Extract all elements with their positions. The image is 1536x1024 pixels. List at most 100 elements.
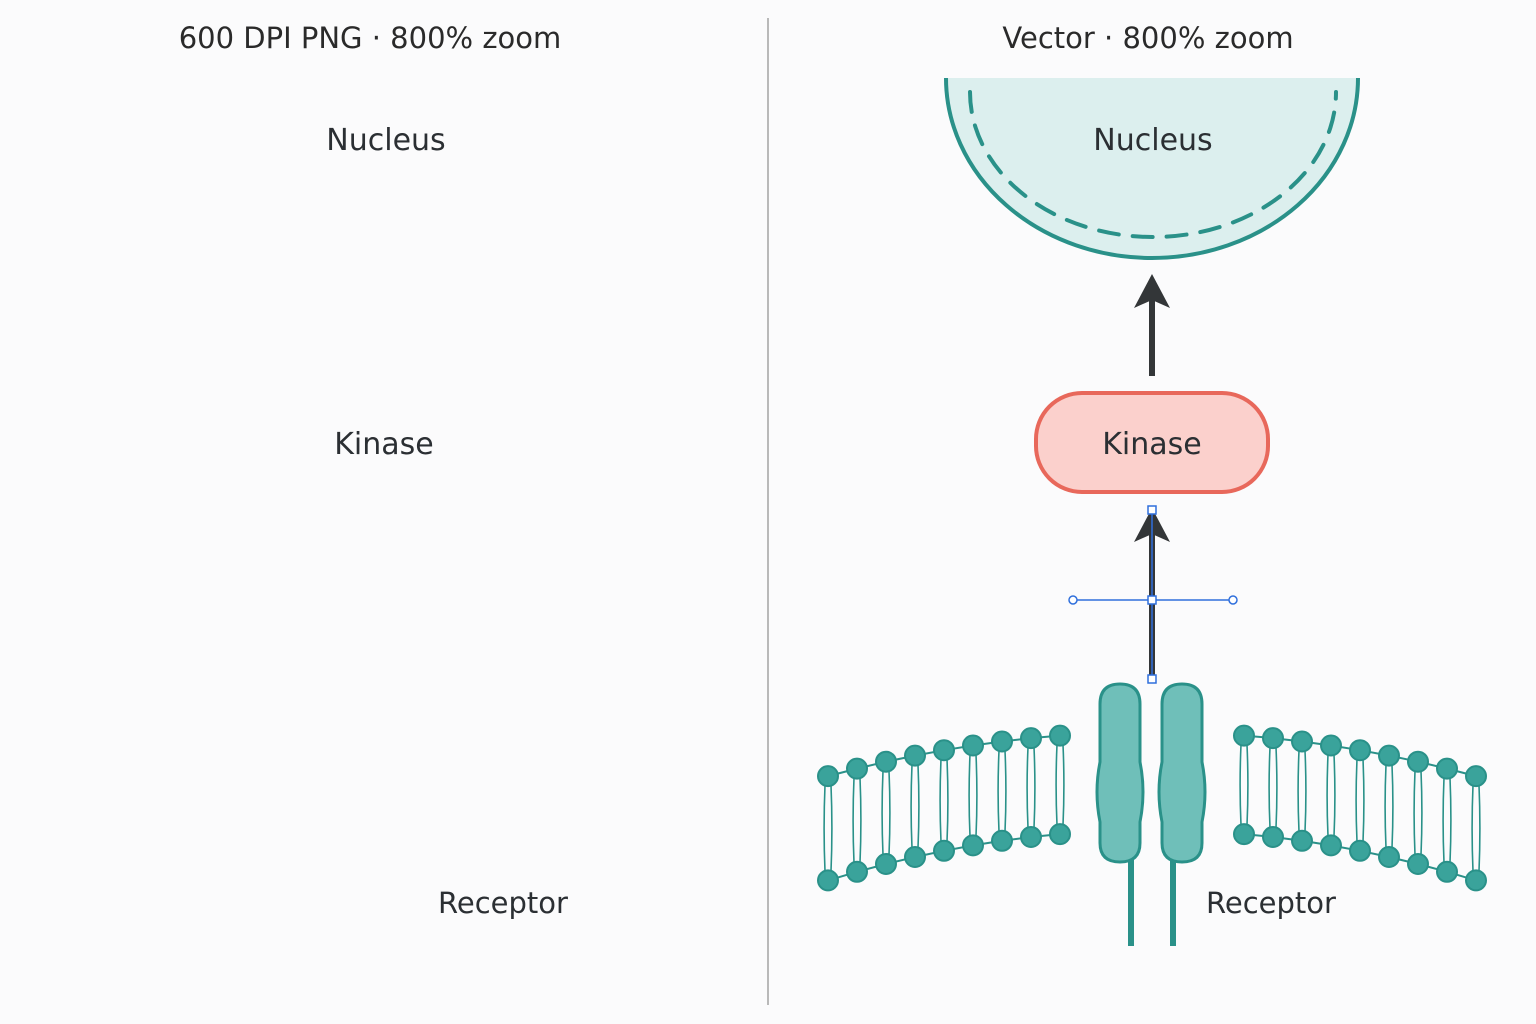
lipid-tail — [1442, 777, 1445, 863]
lipid-head — [991, 829, 1013, 852]
anchor-point-middle[interactable] — [1147, 595, 1157, 605]
receptor-shape — [1095, 682, 1207, 946]
lipid-head — [550, 734, 572, 757]
lipid-head — [109, 852, 131, 875]
lipid-tail — [614, 764, 617, 848]
lipid-head — [1349, 739, 1371, 762]
anchor-point-bottom[interactable] — [1147, 674, 1157, 684]
lipid-tail — [1004, 750, 1007, 832]
bezier-handle-right[interactable] — [1228, 595, 1238, 605]
lipid-head — [225, 829, 247, 852]
nucleus-label: Nucleus — [326, 123, 445, 158]
lipid-tail — [64, 784, 67, 871]
receptor-label: Receptor — [1206, 886, 1336, 920]
raster-panel: 600 DPI PNG · 800% zoom Nu — [51, 21, 717, 946]
lipid-head — [608, 845, 630, 868]
lipid-tail — [939, 759, 942, 842]
raster-panel-caption: 600 DPI PNG · 800% zoom — [179, 21, 562, 55]
lipid-head — [196, 734, 218, 757]
lipid-head — [1233, 724, 1255, 747]
lipid-head — [1291, 730, 1313, 753]
lipid-tail — [1413, 770, 1416, 856]
nucleus-label: Nucleus — [1093, 123, 1212, 158]
lipid-tail — [151, 764, 154, 848]
lipid-head — [1436, 860, 1458, 883]
lipid-bilayer — [817, 724, 1487, 892]
lipid-tail — [289, 744, 292, 825]
lipid-head — [521, 829, 543, 852]
lipid-head — [1291, 829, 1313, 852]
bezier-handle-left[interactable] — [1068, 595, 1078, 605]
lipid-head — [817, 765, 839, 788]
lipid-tail — [1055, 744, 1058, 826]
lipid-head — [1378, 846, 1400, 868]
lipid-tail — [592, 758, 595, 842]
arrow-to-kinase-head — [364, 510, 404, 542]
lipid-tail — [701, 784, 704, 871]
kinase-shape — [1034, 391, 1270, 494]
lipid-head — [1320, 834, 1342, 857]
lipid-head — [1262, 727, 1284, 750]
lipid-head — [1378, 744, 1400, 767]
lipid-head — [1465, 869, 1487, 892]
lipid-tail — [1326, 754, 1329, 837]
lipid-head — [1407, 853, 1429, 875]
lipid-head — [283, 822, 305, 845]
lipid-head — [1262, 826, 1284, 848]
receptor-label: Receptor — [438, 886, 568, 920]
lipid-head — [492, 825, 514, 848]
lipid-head — [167, 738, 189, 761]
arrow-to-nucleus-head — [1134, 274, 1170, 308]
lipid-tail — [881, 770, 884, 856]
lipid-bilayer — [51, 724, 717, 891]
lipid-head — [962, 834, 984, 857]
anchor-point-top[interactable] — [1147, 505, 1157, 515]
lipid-tail — [859, 777, 862, 863]
lipid-tail — [1275, 747, 1278, 829]
lipid-tail — [823, 785, 826, 872]
lipid-head — [138, 845, 160, 868]
lipid-tail — [585, 758, 588, 842]
lipid-tail — [1246, 744, 1249, 826]
lipid-tail — [505, 746, 508, 828]
lipid-head — [904, 744, 926, 767]
lipid-tail — [527, 750, 530, 832]
lipid-tail — [563, 754, 566, 837]
lipid-tail — [93, 777, 96, 863]
lipid-tail — [122, 770, 125, 855]
lipid-head — [962, 734, 984, 757]
lipid-tail — [917, 764, 920, 849]
lipid-head — [666, 757, 688, 780]
lipid-head — [904, 846, 926, 868]
nuclear-envelope-dashed — [968, 90, 1338, 239]
lipid-tail — [1449, 777, 1452, 863]
lipid-head — [933, 739, 955, 762]
vector-panel-caption: Vector · 800% zoom — [1002, 21, 1293, 55]
lipid-head — [991, 730, 1013, 753]
lipid-head — [1407, 750, 1429, 773]
lipid-head — [608, 744, 630, 767]
lipid-head — [196, 834, 218, 856]
lipid-tail — [679, 777, 682, 863]
lipid-tail — [1033, 747, 1036, 829]
lipid-tail — [1420, 770, 1423, 856]
lipid-head — [463, 822, 485, 845]
lipid-tail — [708, 784, 711, 871]
lipid-head — [1020, 826, 1042, 848]
lipid-tail — [1268, 747, 1271, 829]
lipid-tail — [180, 758, 183, 842]
lipid-tail — [115, 770, 118, 855]
lipid-head — [637, 852, 659, 875]
lipid-tail — [1239, 744, 1242, 826]
lipid-head — [1020, 727, 1042, 750]
lipid-tail — [173, 758, 176, 842]
lipid-head — [109, 750, 131, 773]
lipid-head — [1465, 765, 1487, 788]
selection-handles[interactable] — [1068, 505, 1238, 684]
lipid-tail — [975, 754, 978, 837]
lipid-tail — [57, 784, 60, 871]
lipid-head — [817, 869, 839, 892]
lipid-head — [138, 744, 160, 767]
nuclear-envelope-dashed — [198, 91, 574, 239]
